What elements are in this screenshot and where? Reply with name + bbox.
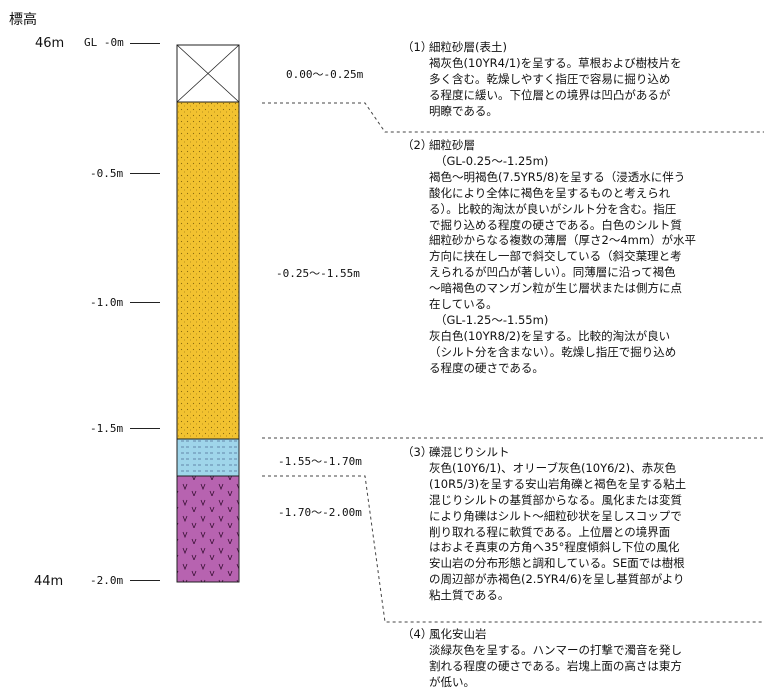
depth-label-0: GL -0m	[84, 36, 124, 49]
description-3-line: 混じりシルトの基質部からなる。風化または変質	[429, 492, 682, 507]
description-1-line: る程度に緩い。下位層との境界は凹凸があるが	[429, 87, 671, 102]
depth-tick-2	[130, 302, 160, 303]
layer-gravel-silt	[176, 438, 240, 477]
depth-tick-3	[130, 428, 160, 429]
description-2-line: 細粒砂層	[429, 138, 475, 152]
elevation-bottom-label: 44m	[34, 574, 64, 589]
elevation-top-label: 46m	[35, 36, 65, 51]
description-2-line: 在している。	[429, 297, 498, 312]
depth-label-3: -1.5m	[90, 422, 124, 435]
description-1-number: （1）	[402, 40, 433, 54]
description-3: （3） 礫混じりシルト 灰色(10Y6/1)、オリーブ灰色(10Y6/2)、赤灰…	[402, 445, 762, 610]
description-2-line: 細粒砂からなる複数の薄層（厚さ2～4mm）が水平	[429, 233, 697, 248]
description-3-line: 安山岩の分布形態と調和している。SE面では樹根	[429, 556, 685, 571]
description-2-line: 褐色～明褐色(7.5YR5/8)を呈する（浸透水に伴う	[429, 169, 686, 184]
description-4-number: （4）	[402, 627, 433, 641]
description-3-line: 粘土質である。	[429, 588, 510, 603]
connector-1-2	[262, 102, 764, 133]
description-3-line: はおよそ真東の方角へ35°程度傾斜し下位の風化	[429, 540, 680, 555]
description-3-line: (10R5/3)を呈する安山岩角礫と褐色を呈する粘土	[429, 476, 687, 491]
topsoil-cross-b	[176, 44, 240, 103]
layer-fine-sand	[176, 101, 240, 440]
depth-label-1: -0.5m	[90, 167, 124, 180]
description-3-number: （3）	[402, 445, 433, 459]
range-label-4: -1.70～-2.00m	[278, 506, 362, 519]
description-2-line: る）。比較的淘汰が良いがシルト分を含む。指圧	[429, 201, 677, 216]
description-2-line: ～暗褐色のマンガン粒が生じ層状または側方に点	[429, 281, 682, 296]
description-3-line: 削り取れる程に軟質である。上位層との境界面	[429, 524, 671, 539]
description-4-line: 淡緑灰色を呈する。ハンマーの打撃で濁音を発し	[429, 642, 682, 657]
connector-3-4	[262, 475, 764, 623]
elevation-axis-title: 標高	[9, 12, 37, 28]
description-2-line: で掘り込める程度の硬さである。白色のシルト質	[429, 217, 682, 232]
depth-tick-0	[130, 43, 160, 44]
description-2-line: （GL-1.25～-1.55m)	[435, 312, 549, 327]
description-2-line: る程度の硬さである。	[429, 360, 544, 375]
layer-weathered-andesite	[176, 475, 240, 583]
description-1-line: 細粒砂層(表土)	[429, 40, 507, 54]
description-1-line: 褐灰色(10YR4/1)を呈する。草根および樹枝片を	[429, 55, 682, 70]
description-2-line: 方向に挟在し一部で斜交している（斜交葉理と考	[429, 249, 682, 264]
description-3-line: 灰色(10Y6/1)、オリーブ灰色(10Y6/2)、赤灰色	[429, 460, 677, 475]
range-label-1: 0.00～-0.25m	[286, 68, 364, 81]
description-3-line: の周辺部が赤褐色(2.5YR4/6)を呈し基質部がより	[429, 572, 685, 587]
description-2: （2） 細粒砂層 （GL-0.25～-1.25m) 褐色～明褐色(7.5YR5/…	[402, 138, 762, 383]
description-4-line: 風化安山岩	[429, 627, 487, 641]
description-1-line: 多く含む。乾燥しやすく指圧で容易に掘り込め	[429, 71, 671, 86]
description-2-line: 酸化により全体に褐色を呈するものと考えられ	[429, 185, 671, 200]
depth-tick-4	[130, 580, 160, 581]
description-4-line: が低い。	[429, 674, 475, 689]
depth-label-2: -1.0m	[90, 296, 124, 309]
range-label-3: -1.55～-1.70m	[278, 455, 362, 468]
depth-label-4: -2.0m	[90, 574, 124, 587]
description-2-line: 灰白色(10YR8/2)を呈する。比較的淘汰が良い	[429, 328, 671, 343]
description-1: （1） 細粒砂層(表土) 褐灰色(10YR4/1)を呈する。草根および樹枝片を …	[402, 40, 762, 125]
description-4-line: 割れる程度の硬さである。岩塊上面の高さは東方	[429, 658, 682, 673]
description-2-line: えられるが凹凸が著しい）。同薄層に沿って褐色	[429, 265, 676, 280]
depth-tick-1	[130, 173, 160, 174]
description-2-line: （シルト分を含まない）。乾燥し指圧で掘り込め	[429, 344, 677, 359]
description-1-line: 明瞭である。	[429, 103, 498, 118]
description-3-line: により角礫はシルト～細粒砂状を呈しスコップで	[429, 508, 682, 523]
description-2-line: （GL-0.25～-1.25m)	[435, 153, 549, 168]
description-3-line: 礫混じりシルト	[429, 445, 510, 459]
description-4: （4） 風化安山岩 淡緑灰色を呈する。ハンマーの打撃で濁音を発し 割れる程度の硬…	[402, 627, 762, 693]
description-2-number: （2）	[402, 138, 433, 152]
range-label-2: -0.25～-1.55m	[276, 267, 360, 280]
